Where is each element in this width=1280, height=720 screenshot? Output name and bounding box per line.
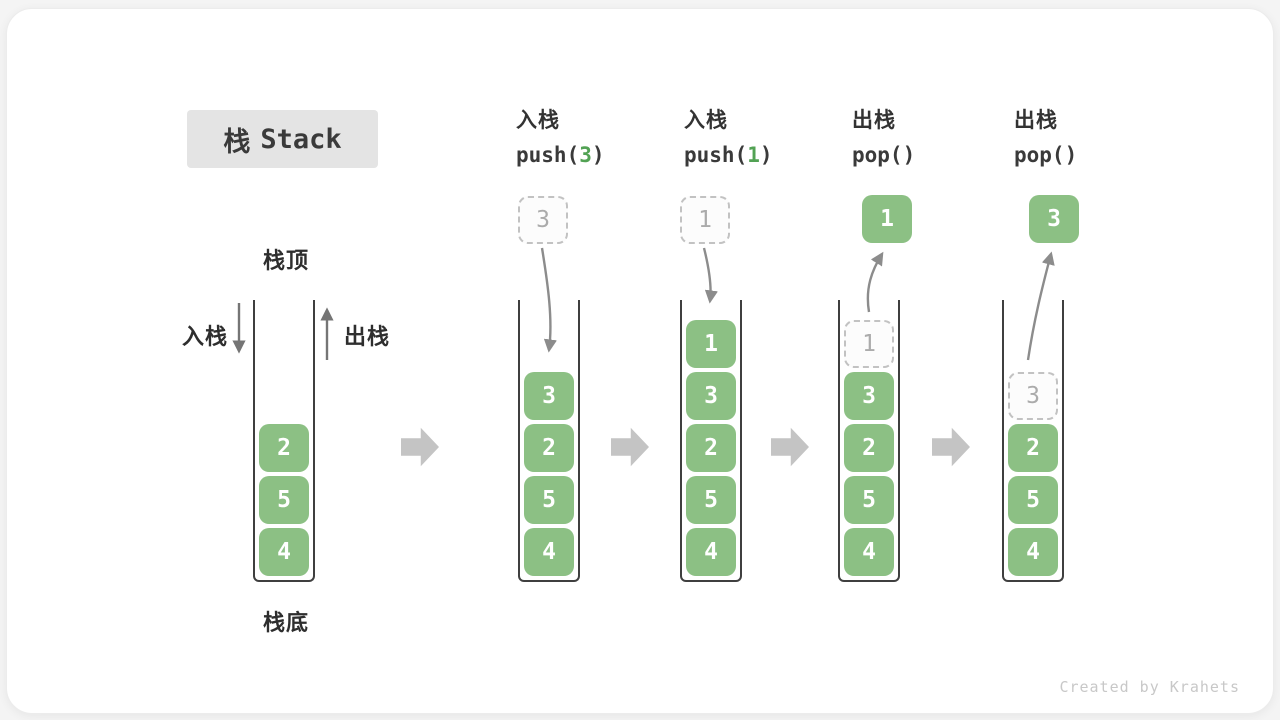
stack-container-1 [253, 300, 315, 582]
stack-block: 2 [686, 424, 736, 472]
operation-code: push(1) [684, 143, 834, 167]
stack-block: 4 [1008, 528, 1058, 576]
stack-bottom-label: 栈底 [262, 611, 309, 636]
stack-top-label: 栈顶 [262, 249, 309, 274]
operation-label-pop-2: 出栈 pop() [1014, 104, 1164, 167]
incoming-ghost-block: 1 [680, 196, 730, 244]
operation-code: push(3) [516, 143, 666, 167]
stack-block: 5 [259, 476, 309, 524]
code-fn: pop( [852, 143, 903, 167]
code-arg: 3 [579, 143, 592, 167]
title-en: Stack [260, 123, 342, 155]
stack-block: 3 [844, 372, 894, 420]
stack-block: 5 [524, 476, 574, 524]
ghost-slot-block: 1 [844, 320, 894, 368]
popped-block: 1 [862, 195, 912, 243]
operation-label-push-3: 入栈 push(3) [516, 104, 666, 167]
pop-side-label: 出栈 [344, 325, 391, 350]
stack-container-3 [680, 300, 742, 582]
stack-container-5 [1002, 300, 1064, 582]
operation-cn: 入栈 [516, 108, 560, 132]
stack-block: 2 [524, 424, 574, 472]
stack-block: 4 [844, 528, 894, 576]
title-zh: 栈 [223, 126, 251, 158]
ghost-slot-block: 3 [1008, 372, 1058, 420]
stack-block: 3 [524, 372, 574, 420]
code-fn: push( [516, 143, 580, 167]
operation-cn: 入栈 [684, 108, 728, 132]
watermark: Created by Krahets [1059, 678, 1240, 696]
operation-label-push-1: 入栈 push(1) [684, 104, 834, 167]
stack-block: 5 [844, 476, 894, 524]
code-fn: pop( [1014, 143, 1065, 167]
stack-block: 5 [1008, 476, 1058, 524]
stack-block: 1 [686, 320, 736, 368]
operation-code: pop() [1014, 143, 1164, 167]
code-close: ) [902, 143, 916, 167]
stack-block: 2 [1008, 424, 1058, 472]
stack-block: 2 [844, 424, 894, 472]
stack-container-2 [518, 300, 580, 582]
stack-container-4 [838, 300, 900, 582]
operation-cn: 出栈 [852, 108, 896, 132]
stack-block: 4 [524, 528, 574, 576]
operation-cn: 出栈 [1014, 108, 1058, 132]
code-close: ) [759, 143, 773, 167]
stack-block: 2 [259, 424, 309, 472]
incoming-ghost-block: 3 [518, 196, 568, 244]
code-fn: push( [684, 143, 748, 167]
title-box: 栈 Stack [187, 110, 378, 168]
code-arg: 1 [747, 143, 760, 167]
code-close: ) [1064, 143, 1078, 167]
operation-code: pop() [852, 143, 1002, 167]
operation-label-pop-1: 出栈 pop() [852, 104, 1002, 167]
popped-block: 3 [1029, 195, 1079, 243]
code-close: ) [591, 143, 605, 167]
stack-block: 4 [686, 528, 736, 576]
stack-block: 3 [686, 372, 736, 420]
push-side-label: 入栈 [182, 325, 229, 350]
stack-block: 5 [686, 476, 736, 524]
stack-block: 4 [259, 528, 309, 576]
